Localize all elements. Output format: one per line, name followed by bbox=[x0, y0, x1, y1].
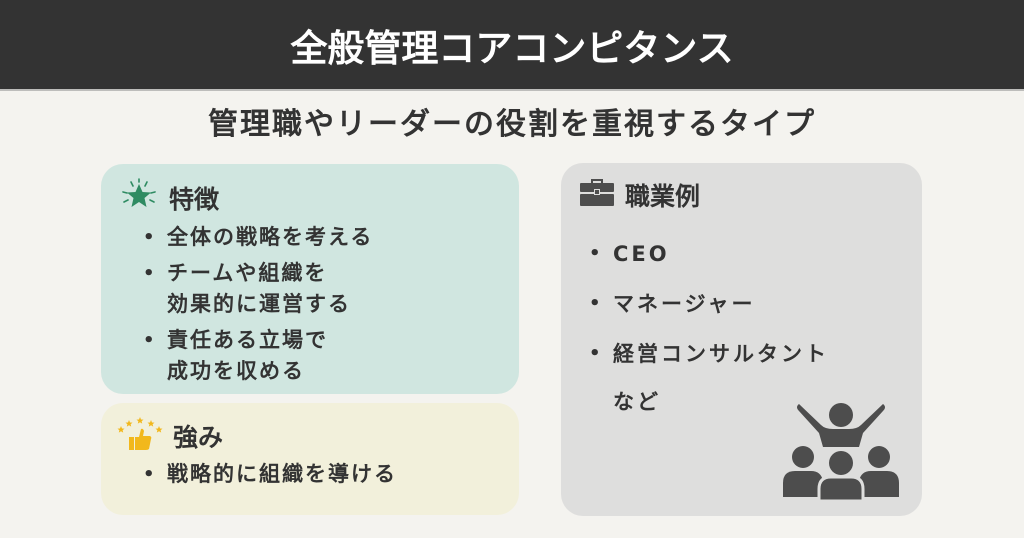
list-item: マネージャー bbox=[587, 279, 829, 329]
list-item: 戦略的に組織を導ける bbox=[141, 459, 397, 490]
jobs-card: 職業例 CEO マネージャー 経営コンサルタント など bbox=[561, 163, 922, 516]
strengths-list: 戦略的に組織を導ける bbox=[141, 459, 397, 490]
briefcase-icon bbox=[579, 177, 615, 213]
list-item: 全体の戦略を考える bbox=[141, 222, 373, 253]
list-item: チームや組織を 効果的に運営する bbox=[141, 258, 373, 320]
jobs-etc-text: など bbox=[613, 390, 661, 414]
page-title: 全般管理コアコンピタンス bbox=[290, 26, 734, 70]
features-heading: 特徴 bbox=[119, 178, 219, 218]
list-item: 責任ある立場で 成功を収める bbox=[141, 325, 373, 387]
list-item: CEO bbox=[587, 229, 829, 279]
leader-with-team-icon bbox=[781, 401, 901, 505]
strengths-heading: 強み bbox=[117, 415, 223, 457]
features-title: 特徴 bbox=[169, 185, 220, 214]
header-bar: 全般管理コアコンピタンス bbox=[0, 0, 1024, 91]
features-card: 特徴 全体の戦略を考える チームや組織を 効果的に運営する 責任ある立場で 成功… bbox=[101, 164, 519, 394]
jobs-heading: 職業例 bbox=[579, 177, 700, 213]
features-list: 全体の戦略を考える チームや組織を 効果的に運営する 責任ある立場で 成功を収め… bbox=[141, 222, 373, 392]
jobs-title: 職業例 bbox=[625, 182, 701, 211]
strengths-title: 強み bbox=[173, 423, 224, 452]
subtitle: 管理職やリーダーの役割を重視するタイプ bbox=[208, 107, 816, 142]
list-item: 経営コンサルタント bbox=[587, 329, 829, 379]
thumbs-up-stars-icon bbox=[117, 415, 163, 457]
sparkle-star-icon bbox=[119, 178, 159, 218]
jobs-list: CEO マネージャー 経営コンサルタント bbox=[587, 229, 829, 379]
strengths-card: 強み 戦略的に組織を導ける bbox=[101, 403, 519, 515]
